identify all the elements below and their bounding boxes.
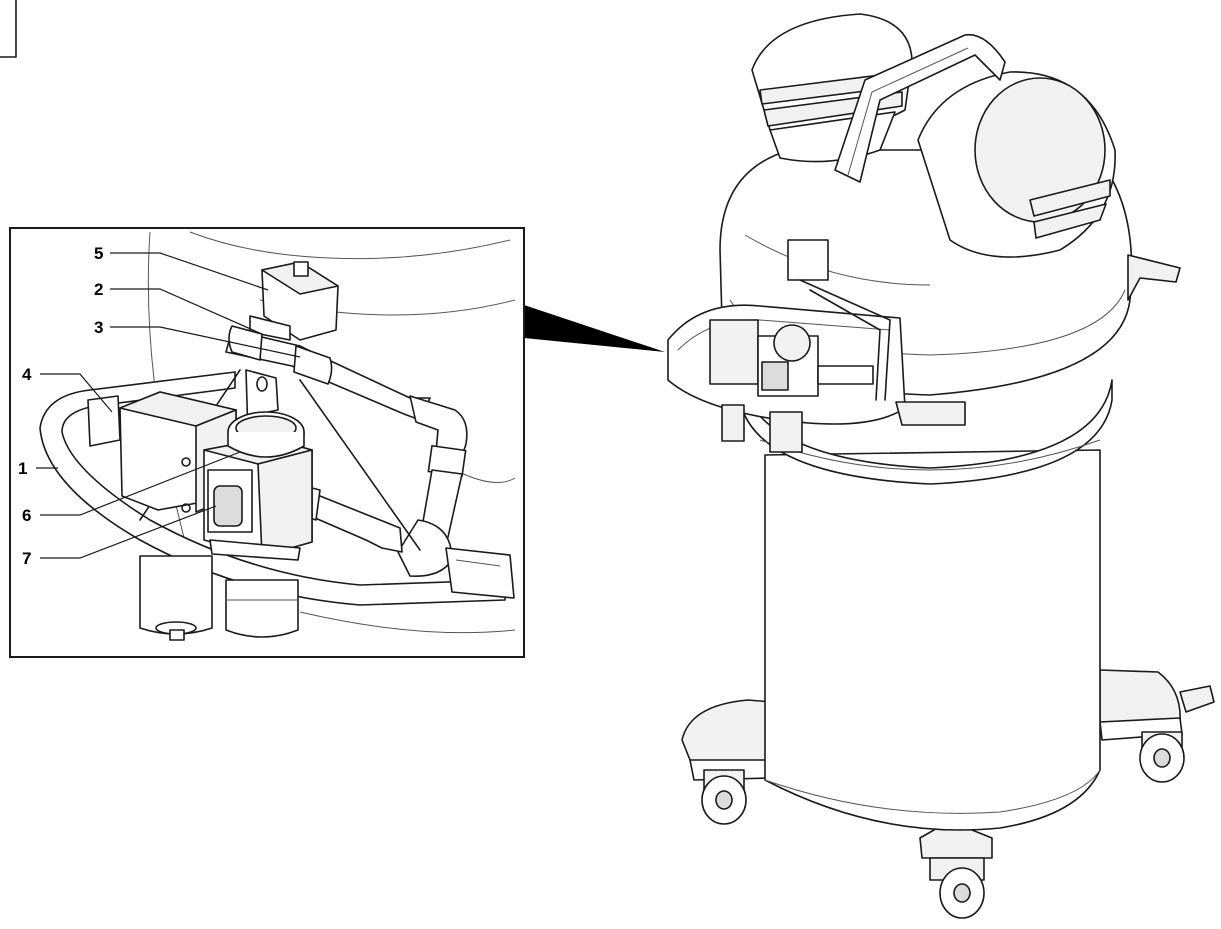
caster-front-left bbox=[681, 699, 773, 825]
motor-cap-right bbox=[917, 71, 1116, 258]
canister-left bbox=[139, 555, 213, 641]
carry-handle bbox=[834, 33, 1006, 183]
detail-pointer bbox=[524, 305, 665, 352]
callout-5: 5 bbox=[94, 244, 103, 263]
page-frame-corner bbox=[0, 0, 17, 58]
callout-6: 6 bbox=[22, 506, 31, 525]
drum-body bbox=[764, 449, 1101, 831]
callout-3: 3 bbox=[94, 318, 103, 337]
callout-7: 7 bbox=[22, 549, 31, 568]
valve-assembly-small bbox=[667, 239, 906, 453]
canister-right bbox=[225, 579, 299, 638]
pressure-regulator bbox=[203, 411, 313, 561]
callout-1: 1 bbox=[18, 459, 27, 478]
callout-4: 4 bbox=[22, 365, 32, 384]
caster-right bbox=[1099, 669, 1215, 783]
callout-2: 2 bbox=[94, 280, 103, 299]
vacuum-machine bbox=[667, 13, 1215, 919]
detail-inset: 5 2 3 4 1 6 7 bbox=[9, 227, 525, 658]
